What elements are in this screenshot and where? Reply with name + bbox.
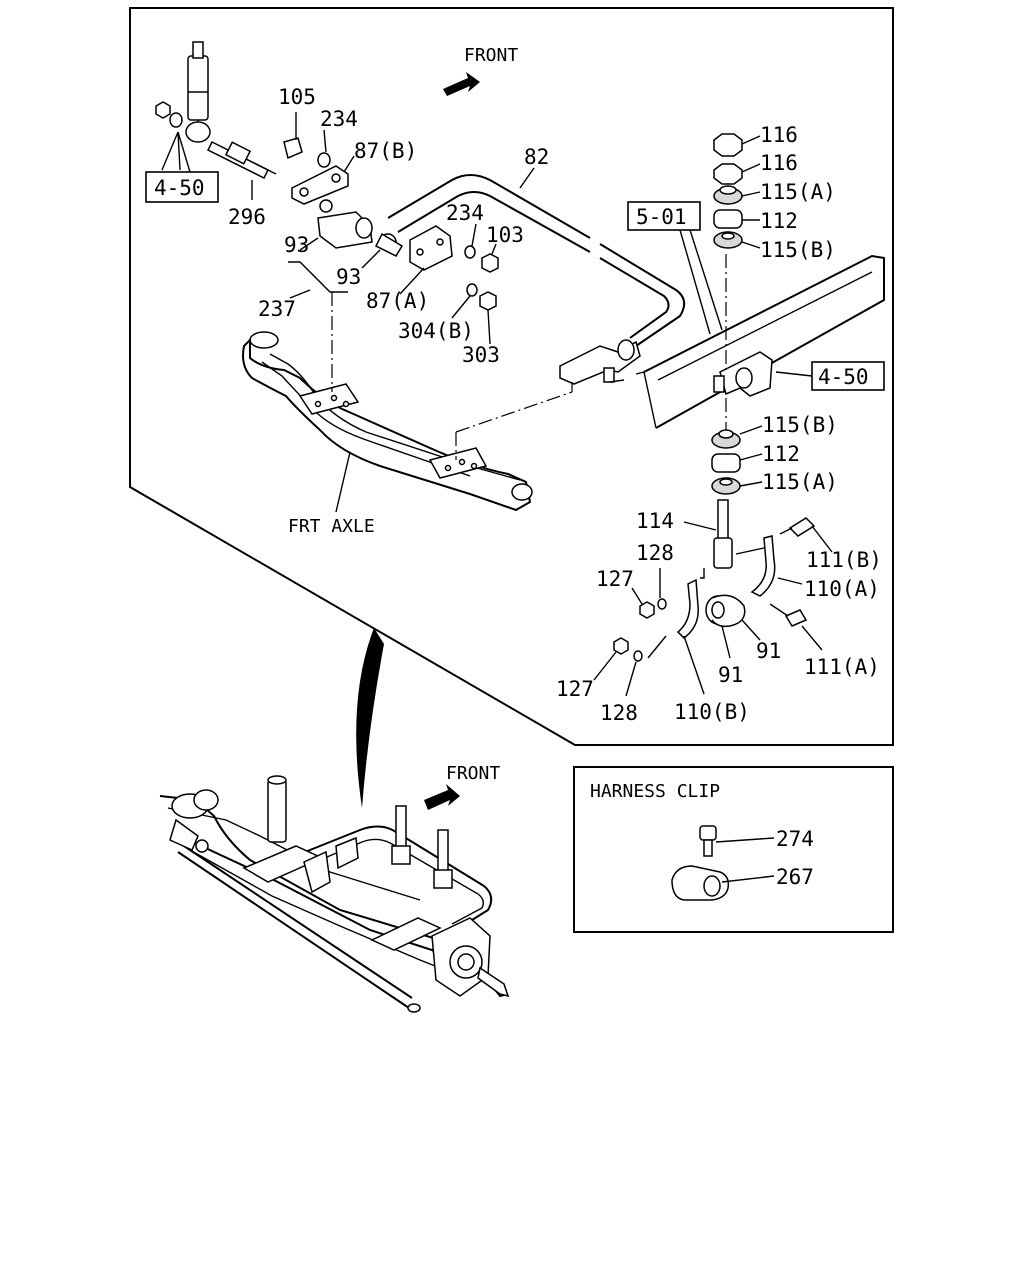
bolt-111a xyxy=(769,603,808,627)
callout-111b: 111(B) xyxy=(806,548,882,572)
overview-illustration xyxy=(159,775,510,1013)
harness-clip-title: HARNESS CLIP xyxy=(590,781,720,802)
callout-296: 296 xyxy=(228,205,266,229)
bar-link-end xyxy=(559,339,641,385)
link-114 xyxy=(713,499,733,569)
main-panel-border xyxy=(129,7,894,746)
callout-115a-bot: 115(A) xyxy=(762,470,838,494)
callout-234-b: 234 xyxy=(446,201,484,225)
stud-assembly xyxy=(155,41,211,143)
callout-234-a: 234 xyxy=(320,107,358,131)
callout-127-a: 127 xyxy=(596,567,634,591)
callout-91-a: 91 xyxy=(756,639,781,663)
callout-115b-bot: 115(B) xyxy=(762,413,838,437)
callout-103: 103 xyxy=(486,223,524,247)
callout-87a: 87(A) xyxy=(366,289,429,313)
bracket-87a xyxy=(409,225,453,271)
ref-box-4-50-right xyxy=(811,361,885,391)
bushing-93-upper xyxy=(317,199,373,249)
callout-93-b: 93 xyxy=(336,265,361,289)
clamp-110b xyxy=(676,578,699,639)
upper-stack xyxy=(713,133,743,249)
front-label-main: FRONT xyxy=(464,45,518,66)
front-arrow-main xyxy=(443,72,480,96)
ring-128-b xyxy=(633,650,643,662)
axle-label: FRT AXLE xyxy=(288,516,375,537)
ref-4-50-left: 4-50 xyxy=(154,176,205,200)
callout-116-a: 116 xyxy=(760,123,798,147)
callout-274: 274 xyxy=(776,827,814,851)
nut-127-b xyxy=(613,637,629,655)
callout-110b: 110(B) xyxy=(674,700,750,724)
callout-116-b: 116 xyxy=(760,151,798,175)
ring-128-a xyxy=(657,598,667,610)
harness-clip-panel xyxy=(573,766,894,933)
callout-112-bot: 112 xyxy=(762,442,800,466)
callout-304b: 304(B) xyxy=(398,319,474,343)
frame-bracket xyxy=(713,351,773,397)
callout-93-a: 93 xyxy=(284,233,309,257)
callout-105: 105 xyxy=(278,85,316,109)
callout-237: 237 xyxy=(258,297,296,321)
ref-4-50-right: 4-50 xyxy=(818,365,869,389)
clip-267 xyxy=(671,865,730,901)
clamp-110a xyxy=(750,535,776,597)
callout-267: 267 xyxy=(776,865,814,889)
front-label-overview: FRONT xyxy=(446,763,500,784)
callout-128-a: 128 xyxy=(636,541,674,565)
callout-303: 303 xyxy=(462,343,500,367)
bolt-296 xyxy=(206,140,277,180)
ref-5-01: 5-01 xyxy=(636,205,687,229)
callout-112-top: 112 xyxy=(760,209,798,233)
callout-91-b: 91 xyxy=(718,663,743,687)
bolt-274 xyxy=(699,825,717,857)
stabilizer-bar-82 xyxy=(387,174,686,347)
bushing-93-lower xyxy=(374,232,404,257)
callout-82: 82 xyxy=(524,145,549,169)
callout-111a: 111(A) xyxy=(804,655,880,679)
bolt-111b xyxy=(779,517,816,537)
connector-swoosh xyxy=(356,628,384,808)
callout-114: 114 xyxy=(636,509,674,533)
callout-87b: 87(B) xyxy=(354,139,417,163)
front-axle-beam xyxy=(242,331,533,512)
callout-128-b: 128 xyxy=(600,701,638,725)
callout-115b-top: 115(B) xyxy=(760,238,836,262)
bracket-87b xyxy=(291,165,349,205)
bolt-105 xyxy=(283,112,303,160)
bushing-91 xyxy=(705,594,746,628)
frame-rail xyxy=(635,254,885,429)
callout-110a: 110(A) xyxy=(804,577,880,601)
callout-115a-top: 115(A) xyxy=(760,180,836,204)
nut-127-a xyxy=(639,601,655,619)
ref-box-4-50-left xyxy=(145,171,219,203)
lower-stack xyxy=(711,429,741,495)
callout-127-b: 127 xyxy=(556,677,594,701)
ref-box-5-01 xyxy=(627,201,701,231)
